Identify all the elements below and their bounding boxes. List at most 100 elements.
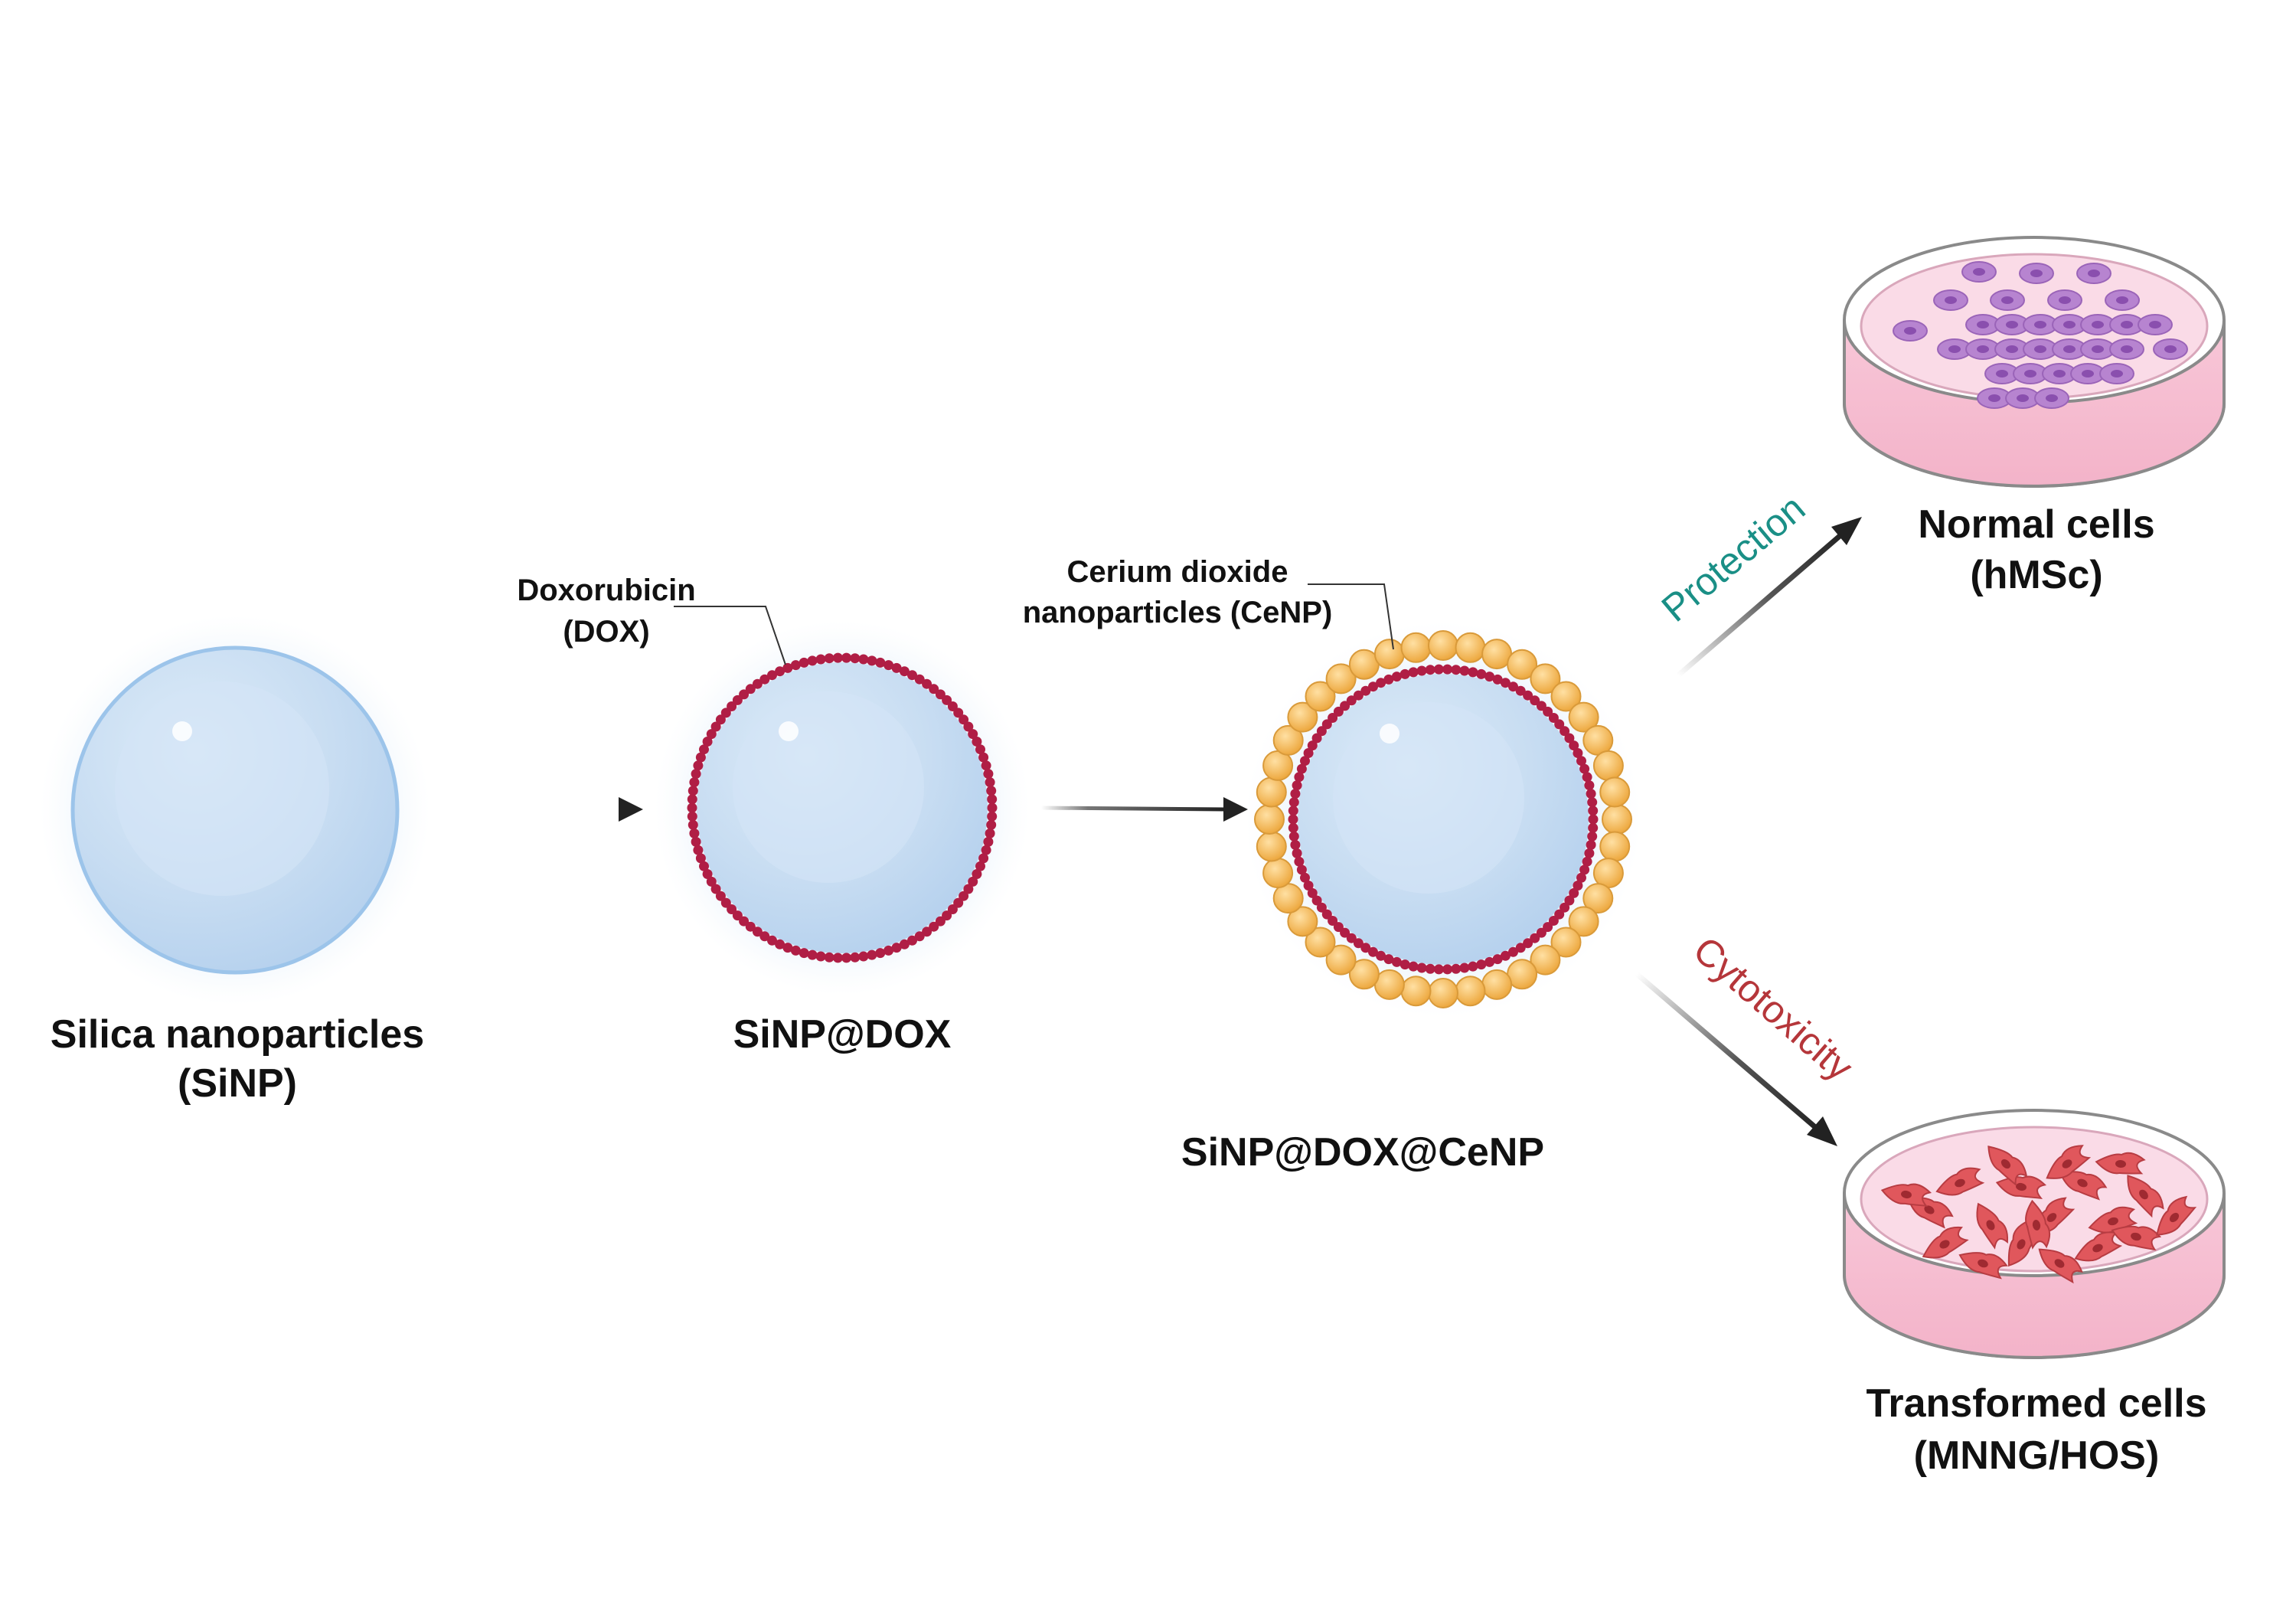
dox-bead (1573, 881, 1583, 891)
cenp-bead (1256, 831, 1287, 862)
dox-bead (1588, 806, 1599, 816)
dox-bead (1292, 780, 1302, 791)
normal-cell-nucleus (2092, 345, 2104, 353)
normal-cell-nucleus (2111, 370, 2123, 377)
dox-bead (1300, 872, 1310, 883)
dox-bead (732, 695, 743, 705)
dox-bead (963, 721, 974, 732)
dox-bead (691, 836, 701, 847)
sinp-dox-highlight (779, 721, 799, 741)
dox-bead (891, 943, 902, 953)
dox-bead (1353, 938, 1364, 949)
normal-cell-nucleus (2121, 321, 2133, 328)
dox-bead (1476, 668, 1487, 679)
dox-bead (1579, 763, 1590, 774)
dox-bead (1300, 756, 1310, 766)
dox-bead (1425, 665, 1435, 675)
dox-bead-ring (687, 652, 998, 963)
dox-bead (850, 653, 861, 664)
arrow-sinpdox-to-sinpdoxcenp (1040, 797, 1248, 822)
dox-bead (986, 786, 997, 796)
dox-bead (799, 657, 809, 668)
cancer-cell (2059, 1171, 2108, 1201)
dox-bead (875, 657, 886, 668)
normal-cell-nucleus (2063, 345, 2076, 353)
dox-bead (1340, 701, 1350, 711)
dox-bead (963, 884, 974, 894)
cenp-bead (1400, 976, 1432, 1007)
dox-bead (978, 853, 989, 864)
dox-bead (1560, 902, 1570, 913)
cenp-bead (1550, 681, 1582, 712)
dox-bead (1459, 963, 1470, 973)
cancer-cell (2074, 1231, 2123, 1262)
dox-bead (875, 948, 886, 959)
dox-bead (745, 684, 756, 695)
arrow-protection (1676, 517, 1862, 678)
dox-bead (689, 777, 700, 788)
dox-bead (867, 655, 877, 666)
cancer-cell-cluster (1880, 1145, 2197, 1284)
dox-bead (1290, 789, 1301, 799)
dox-bead (1328, 713, 1338, 723)
dox-bead (1573, 748, 1583, 758)
sinp-particle (40, 615, 430, 1005)
dox-bead (720, 897, 731, 908)
dox-bead (1442, 964, 1453, 975)
dox-bead (1368, 681, 1378, 692)
dox-bead (1288, 814, 1298, 825)
cenp-bead (1256, 776, 1287, 808)
dox-bead (935, 916, 946, 927)
dox-bead (1530, 695, 1540, 706)
sinp-label-line2: (SiNP) (178, 1061, 297, 1106)
dox-bead (1523, 938, 1533, 949)
dox-bead (715, 891, 726, 901)
transformed-cells-label-line2: (MNNG/HOS) (1914, 1433, 2160, 1478)
cenp-bead (1428, 630, 1458, 661)
dox-bead (1548, 713, 1559, 723)
dox-bead (899, 939, 910, 949)
normal-cell-nucleus (1977, 345, 1989, 353)
dox-bead (922, 678, 932, 689)
dox-bead (1451, 665, 1462, 675)
dox-bead (953, 897, 964, 908)
dox-bead (929, 921, 939, 932)
cancer-cell (1987, 1146, 2028, 1187)
normal-cell-nucleus (2030, 270, 2043, 277)
normal-cell-nucleus (1996, 370, 2008, 377)
dox-bead (693, 760, 704, 771)
dox-bead (1307, 740, 1318, 751)
dox-bead (1296, 763, 1307, 774)
dox-bead (1508, 946, 1518, 957)
normal-cell-nucleus (2034, 321, 2046, 328)
dox-bead (775, 939, 785, 949)
dox-bead (1321, 719, 1332, 730)
dox-bead (767, 935, 777, 946)
dox-bead (981, 845, 991, 855)
dox-bead (687, 802, 697, 813)
dox-bead (727, 701, 737, 711)
dox-bead (687, 819, 698, 830)
dox-bead (695, 853, 706, 864)
cenp-bead (1305, 927, 1336, 958)
dox-bead (1515, 943, 1526, 953)
cancer-cell (2111, 1225, 2162, 1251)
dox-bead (702, 737, 713, 747)
dox-bead (968, 729, 978, 740)
dox-bead (739, 916, 750, 927)
dox-bead (1416, 665, 1427, 676)
normal-cell-nucleus (2088, 270, 2100, 277)
normal-cell-nucleus (1945, 296, 1957, 304)
dox-bead (975, 744, 985, 755)
dox-bead (841, 652, 852, 663)
dox-bead (1588, 822, 1599, 833)
normal-cells-label-line2: (hMSc) (1970, 553, 2102, 597)
cancer-cell (2127, 1175, 2164, 1218)
cancer-cell (2038, 1248, 2083, 1284)
dox-bead (832, 652, 843, 663)
cancer-cell (1976, 1202, 2009, 1250)
dox-bead (1353, 690, 1364, 701)
dox-bead (695, 752, 706, 763)
sinp-label-line1: Silica nanoparticles (51, 1012, 424, 1057)
dox-bead (710, 884, 721, 894)
